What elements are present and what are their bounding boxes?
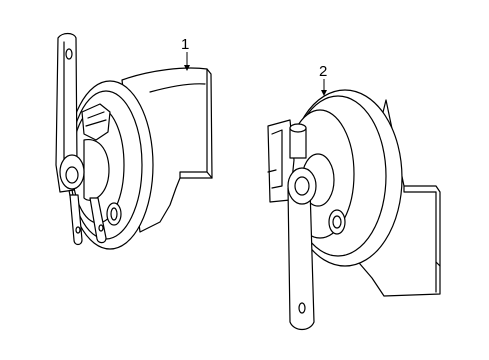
horn-2 xyxy=(267,89,441,331)
callout-label-2: 2 xyxy=(319,63,327,80)
horn-1 xyxy=(55,32,213,250)
horn-1-bracket-hole xyxy=(65,48,73,60)
callout-2: 2 xyxy=(319,63,327,96)
callout-1: 1 xyxy=(181,36,190,71)
horn-2-bracket xyxy=(287,187,315,331)
horn-1-terminal-right xyxy=(89,197,107,244)
callout-label-1: 1 xyxy=(181,36,189,53)
horn-1-bracket xyxy=(55,32,78,193)
horn-2-bracket-hole xyxy=(298,302,306,314)
